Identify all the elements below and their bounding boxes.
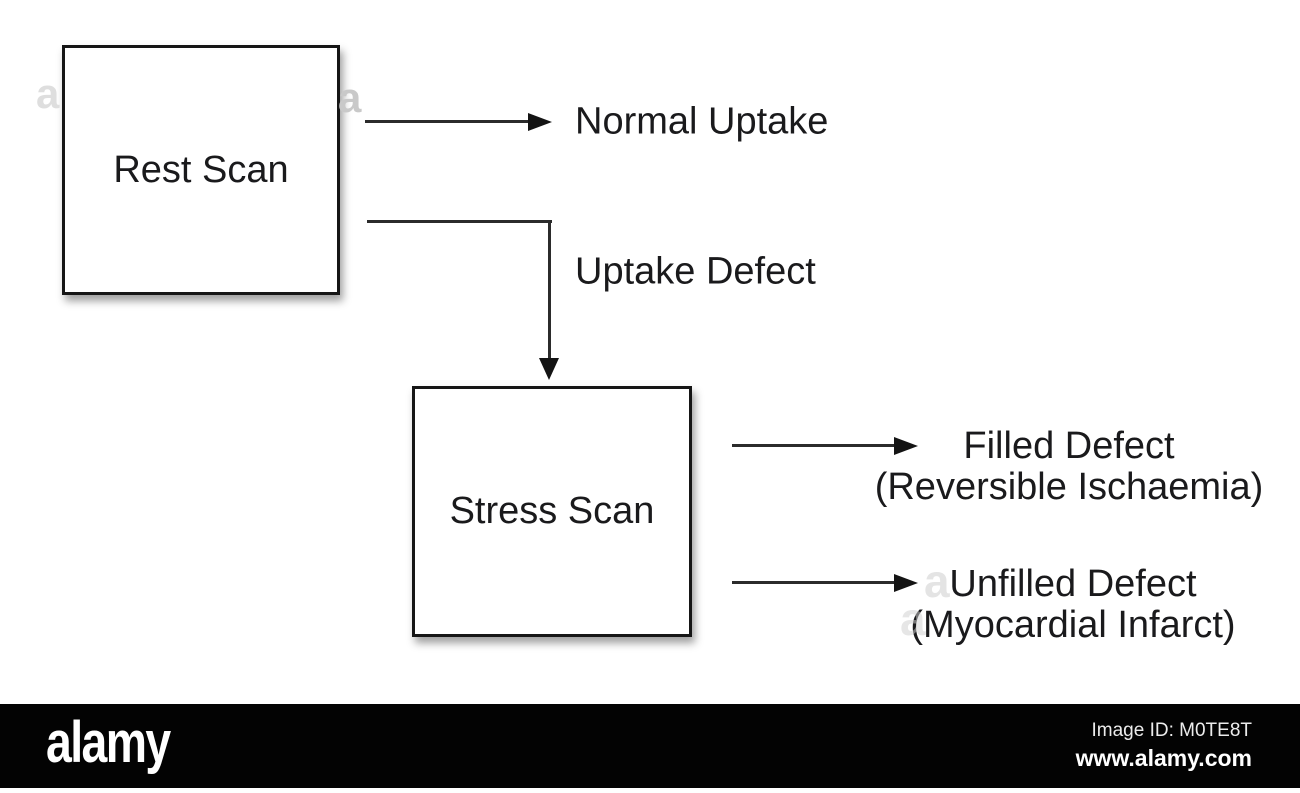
alamy-logo: alamy xyxy=(46,710,171,775)
unfilled-defect-label: Unfilled Defect (Myocardial Infarct) xyxy=(910,564,1235,646)
stress-scan-label: Stress Scan xyxy=(449,490,655,532)
stress-scan-box: Stress Scan xyxy=(412,386,692,637)
normal-uptake-label: Normal Uptake xyxy=(575,100,829,143)
watermark-letter: a xyxy=(338,74,362,121)
rest-scan-label: Rest Scan xyxy=(113,148,289,191)
watermark-letter: a xyxy=(36,70,60,117)
bottom-white-strip xyxy=(0,788,1300,793)
arrow-line-stress-to-unfilled xyxy=(732,581,894,584)
arrowhead-right-icon xyxy=(528,113,552,131)
arrow-line-rest-to-normal xyxy=(365,120,529,123)
arrowhead-right-icon xyxy=(894,574,918,592)
credit-info: Image ID: M0TE8T www.alamy.com xyxy=(1076,720,1252,772)
image-id-text: Image ID: M0TE8T xyxy=(1091,720,1253,741)
credit-bar: alamy Image ID: M0TE8T www.alamy.com xyxy=(0,704,1300,788)
arrow-line-stress-to-filled xyxy=(732,444,894,447)
website-text: www.alamy.com xyxy=(1075,745,1252,771)
filled-defect-line2: (Reversible Ischaemia) xyxy=(874,466,1264,508)
unfilled-defect-line2: (Myocardial Infarct) xyxy=(910,604,1236,646)
arrow-elbow-vertical xyxy=(548,220,551,358)
arrowhead-down-icon xyxy=(539,358,559,380)
uptake-defect-label: Uptake Defect xyxy=(575,250,816,293)
filled-defect-line1: Filled Defect xyxy=(963,425,1175,467)
unfilled-defect-line1: Unfilled Defect xyxy=(949,563,1197,605)
filled-defect-label: Filled Defect (Reversible Ischaemia) xyxy=(875,426,1264,508)
arrowhead-right-icon xyxy=(894,437,918,455)
arrow-elbow-horizontal xyxy=(367,220,552,223)
rest-scan-box: Rest Scan xyxy=(62,45,340,295)
